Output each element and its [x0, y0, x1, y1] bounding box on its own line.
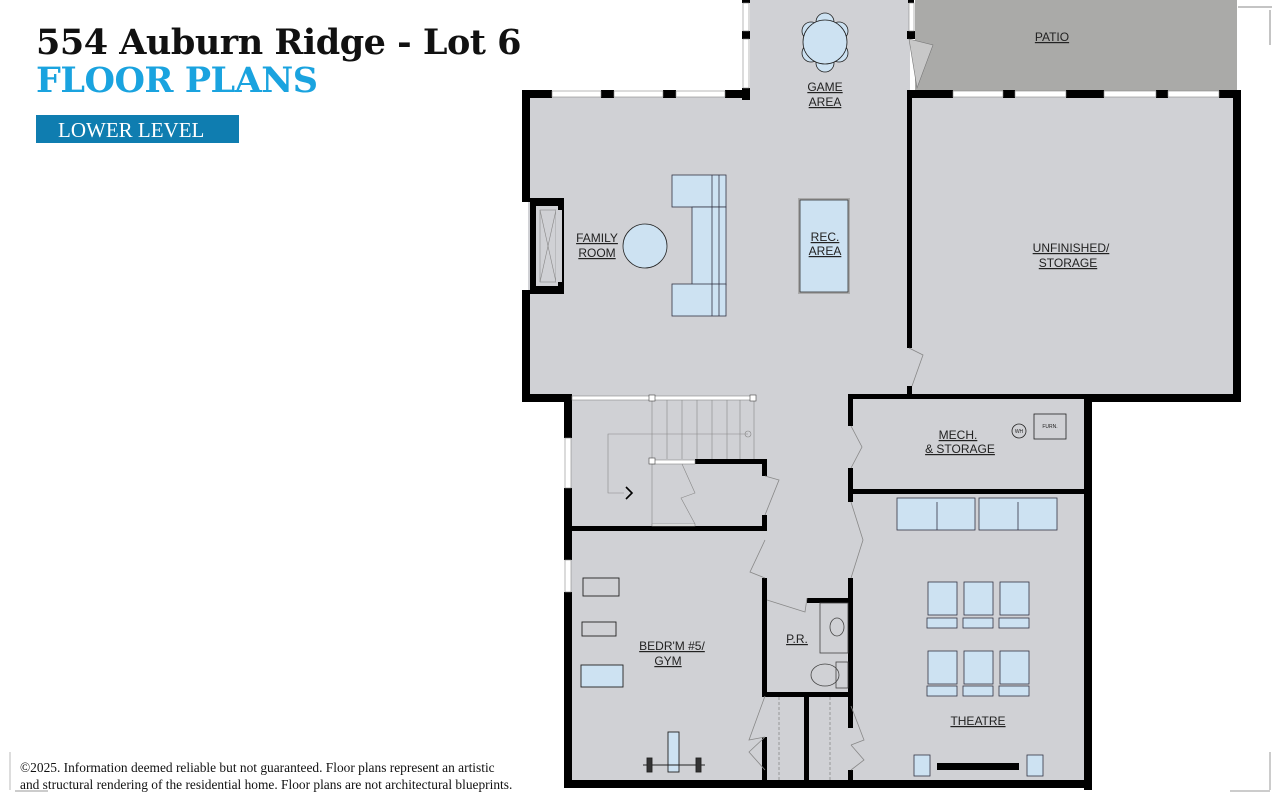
theatre-sofas [896, 497, 1058, 531]
disclaimer-line-2: and structural rendering of the resident… [20, 777, 513, 792]
floor-plans-heading: FLOOR PLANS [36, 60, 318, 101]
furnace [1033, 413, 1067, 440]
label-family-room: FAMILY [576, 231, 618, 245]
windows [551, 90, 1220, 593]
label-family-room-2: ROOM [578, 246, 615, 260]
level-badge: LOWER LEVEL [36, 115, 239, 143]
disclaimer-line-1: ©2025. Information deemed reliable but n… [20, 760, 495, 775]
label-rec-area: REC. [811, 230, 840, 244]
label-game-area-2: AREA [809, 95, 842, 109]
fireplace [530, 198, 564, 294]
patio-area [915, 0, 1237, 93]
label-bedroom-gym-2: GYM [654, 654, 681, 668]
floor-fill [528, 0, 1238, 784]
label-game-area: GAME [807, 80, 842, 94]
label-water-heater: WH [1015, 429, 1024, 435]
interior-walls [568, 96, 1088, 784]
label-powder-room: P.R. [786, 632, 808, 646]
doors [748, 347, 924, 780]
water-heater [1011, 423, 1027, 439]
label-unfinished-storage-2: STORAGE [1039, 256, 1097, 270]
theatre-screen [937, 763, 1019, 770]
label-theatre: THEATRE [950, 714, 1005, 728]
label-unfinished-storage: UNFINISHED/ [1033, 241, 1110, 255]
theatre-speaker-right [1026, 754, 1044, 777]
disclaimer: ©2025. Information deemed reliable but n… [20, 759, 512, 793]
label-furnace: FURN. [1042, 424, 1057, 430]
sectional-sofa [671, 174, 727, 317]
label-rec-area-2: AREA [809, 244, 842, 258]
game-table [801, 12, 849, 73]
label-patio: PATIO [1035, 30, 1069, 44]
gym-equipment [580, 577, 705, 773]
stair-direction-arrow [625, 486, 634, 500]
powder-room-fixtures [810, 602, 849, 689]
coffee-table [622, 223, 668, 269]
property-title: 554 Auburn Ridge - Lot 6 [36, 22, 522, 63]
staircase [571, 394, 757, 527]
label-mech-storage-2: & STORAGE [925, 442, 995, 456]
exterior-walls [522, 90, 1241, 790]
theatre-recliners [926, 581, 1030, 697]
pool-table [798, 198, 850, 294]
label-mech-storage: MECH. [939, 428, 978, 442]
label-bedroom-gym: BEDR'M #5/ [639, 639, 705, 653]
theatre-speaker-left [913, 754, 931, 777]
